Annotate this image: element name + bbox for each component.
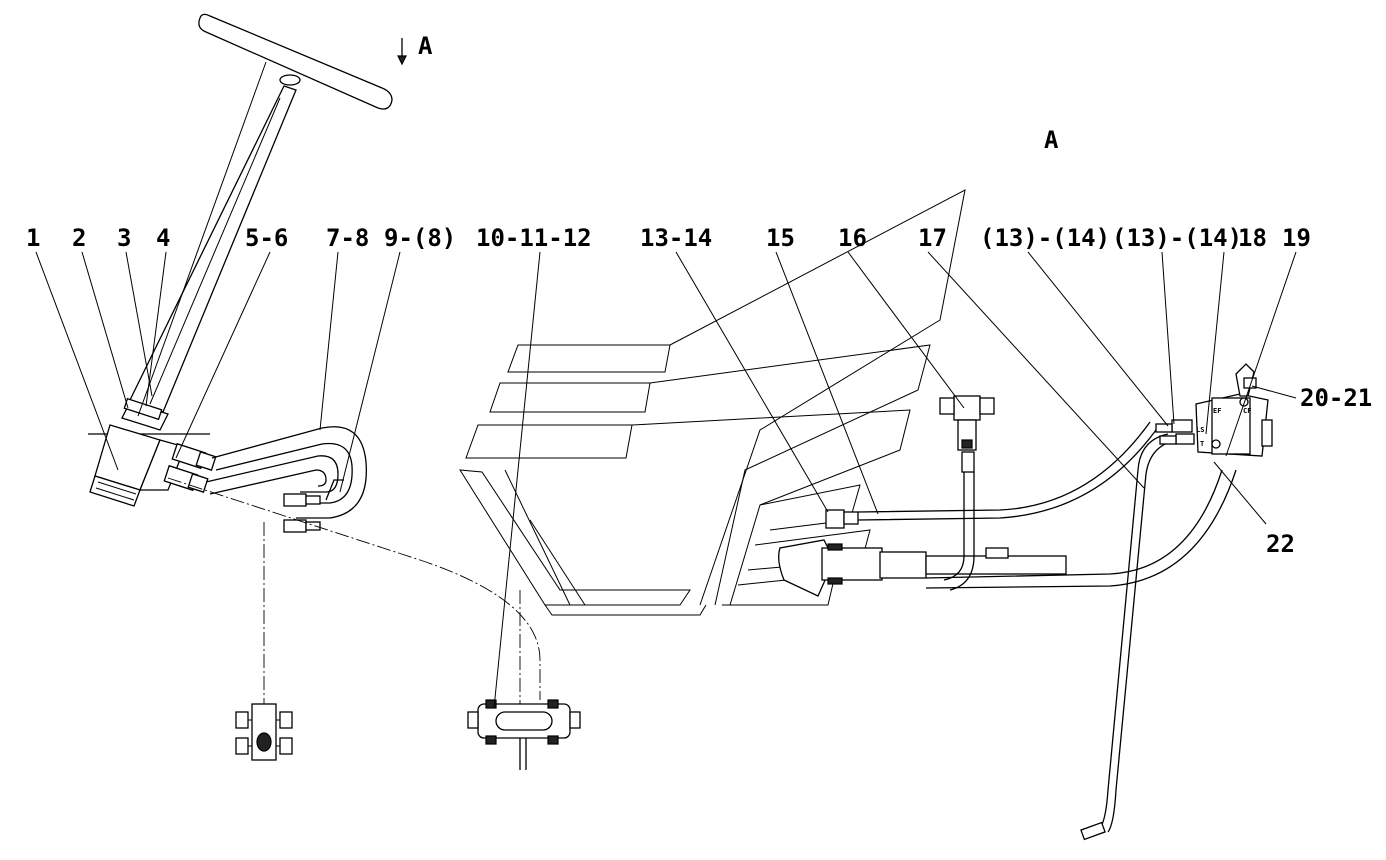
chassis-outline: [459, 189, 966, 616]
pipe-15: [825, 421, 1157, 529]
callout-13-14-b: (13)-(14): [1112, 224, 1242, 252]
callout-22: 22: [1266, 530, 1295, 558]
callout-19: 19: [1282, 224, 1311, 252]
callout-7-8: 7-8: [326, 224, 369, 252]
priority-valve: [467, 699, 581, 770]
control-valve: EF CF LS T: [1155, 363, 1273, 457]
hose-fittings-9: [283, 493, 321, 533]
callout-10-11-12: 10-11-12: [476, 224, 592, 252]
view-label: A: [1044, 126, 1059, 154]
steering-wheel: [198, 13, 393, 110]
steering-unit: [88, 397, 210, 507]
tee-fitting-16: [939, 395, 995, 591]
leader-lines: [35, 61, 1297, 709]
projected-unit-left: [235, 703, 293, 761]
port-label-ls: LS: [1196, 426, 1204, 434]
callout-13-14: 13-14: [640, 224, 712, 252]
view-arrow: A: [397, 32, 433, 66]
pipe-17: [1080, 433, 1177, 841]
callout-20-21: 20-21: [1300, 384, 1372, 412]
callout-5-6: 5-6: [245, 224, 288, 252]
hose-7-8: [205, 426, 368, 519]
port-label-ef: EF: [1213, 407, 1221, 415]
view-arrow-label: A: [418, 32, 433, 60]
callout-1: 1: [26, 224, 40, 252]
port-label-t: T: [1200, 440, 1204, 448]
callout-18: 18: [1238, 224, 1267, 252]
callout-2: 2: [72, 224, 86, 252]
callout-labels: 1 2 3 4 5-6 7-8 9-(8) 10-11-12 13-14 15 …: [26, 224, 1372, 558]
callout-9-8: 9-(8): [384, 224, 456, 252]
steering-column: [121, 85, 297, 431]
callout-3: 3: [117, 224, 131, 252]
callout-4: 4: [156, 224, 170, 252]
callout-13-14-a: (13)-(14): [980, 224, 1110, 252]
callout-17: 17: [918, 224, 947, 252]
port-label-cf: CF: [1243, 407, 1251, 415]
callout-16: 16: [838, 224, 867, 252]
fittings-5-6: [163, 442, 217, 493]
callout-15: 15: [766, 224, 795, 252]
